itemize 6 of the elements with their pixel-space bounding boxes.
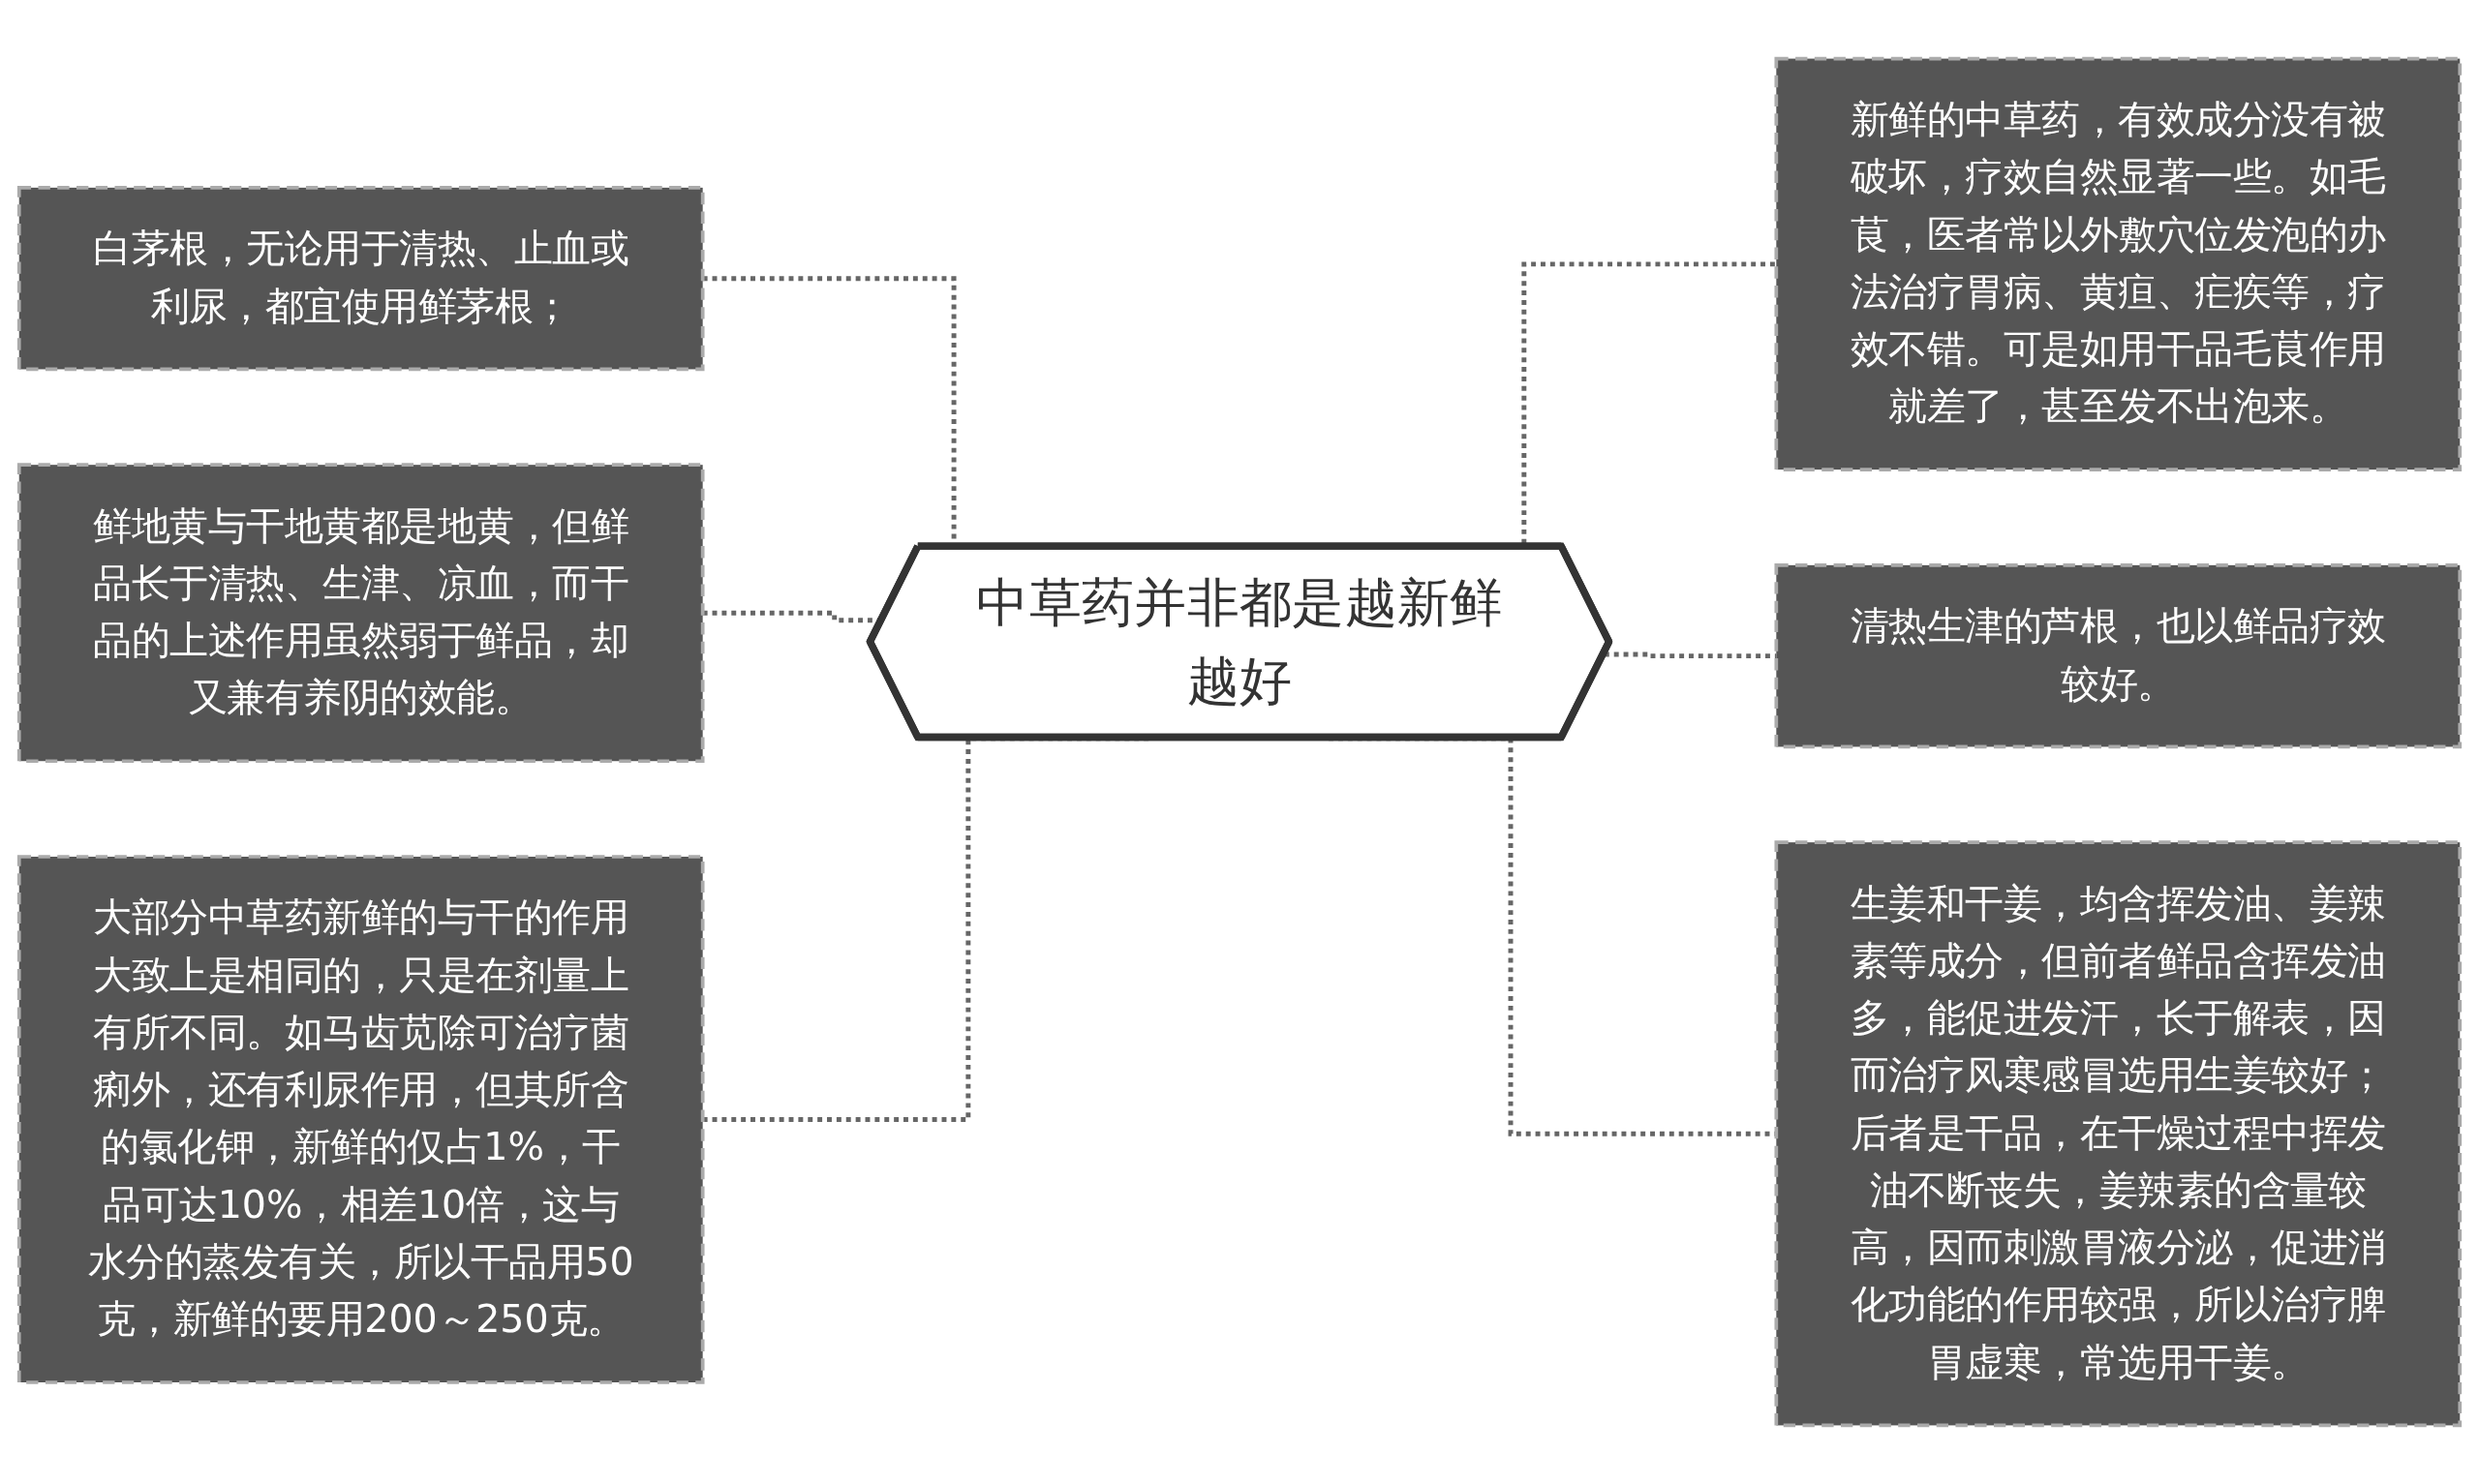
node-box: 清热生津的芦根，也以鲜品疗效较好。	[1774, 563, 2463, 749]
node-box: 新鲜的中草药，有效成分没有被破坏，疗效自然显著一些。如毛茛，医者常以外敷穴位发泡的办法治疗胃病、黄疸、疟疾等，疗效不错。可是如用干品毛茛作用就差了，甚至发不出泡来。	[1774, 56, 2463, 471]
node-box: 鲜地黄与干地黄都是地黄，但鲜品长于清热、生津、凉血，而干品的上述作用虽然弱于鲜品，却又兼有养阴的效能。	[16, 463, 705, 764]
node-box: 大部分中草药新鲜的与干的作用大致上是相同的，只是在剂量上有所不同。如马齿苋除可治疗菌痢外，还有利尿作用，但其所含的氯化钾，新鲜的仅占1%，干品可达10%，相差10倍，这与水分的蒸发有关，所以干品用50克，新鲜的要用200～250克。	[16, 855, 705, 1384]
node-box: 生姜和干姜，均含挥发油、姜辣素等成分，但前者鲜品含挥发油多，能促进发汗，长于解表，因而治疗风寒感冒选用生姜较好；后者是干品，在干燥过程中挥发油不断丧失，姜辣素的含量较高，因而刺激胃液分泌，促进消化功能的作用较强，所以治疗脾胃虚寒，常选用干姜。	[1774, 840, 2463, 1428]
node-box: 白茅根，无论用于清热、止血或利尿，都宜使用鲜茅根；	[16, 186, 705, 372]
